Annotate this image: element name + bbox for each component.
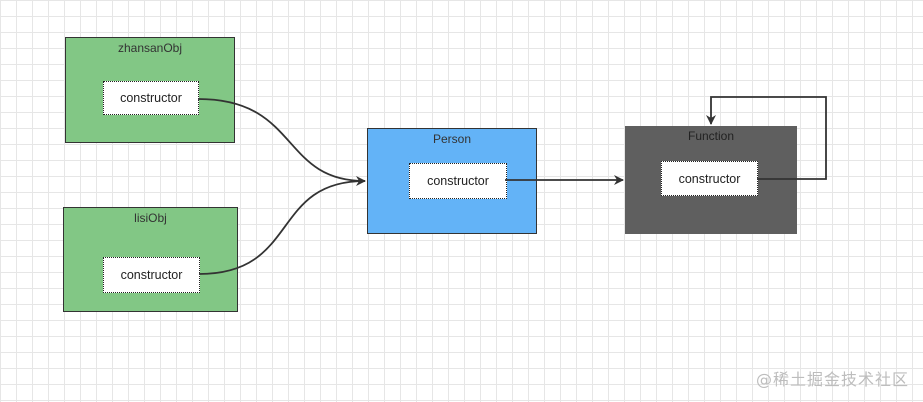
lisiObj-node[interactable]: lisiObj constructor bbox=[63, 207, 238, 312]
zhansanObj-constructor-field[interactable]: constructor bbox=[103, 81, 199, 115]
function-constructor-field[interactable]: constructor bbox=[661, 161, 758, 196]
lisiObj-constructor-field[interactable]: constructor bbox=[103, 257, 200, 293]
zhansanObj-title: zhansanObj bbox=[117, 41, 183, 55]
lisiObj-title: lisiObj bbox=[134, 211, 167, 225]
function-node[interactable]: Function constructor bbox=[625, 126, 797, 234]
person-title: Person bbox=[432, 132, 472, 146]
person-constructor-field[interactable]: constructor bbox=[409, 163, 507, 199]
zhansanObj-node[interactable]: zhansanObj constructor bbox=[65, 37, 235, 143]
function-title: Function bbox=[687, 129, 735, 143]
watermark-text: @稀土掘金技术社区 bbox=[755, 370, 909, 389]
person-node[interactable]: Person constructor bbox=[367, 128, 537, 234]
